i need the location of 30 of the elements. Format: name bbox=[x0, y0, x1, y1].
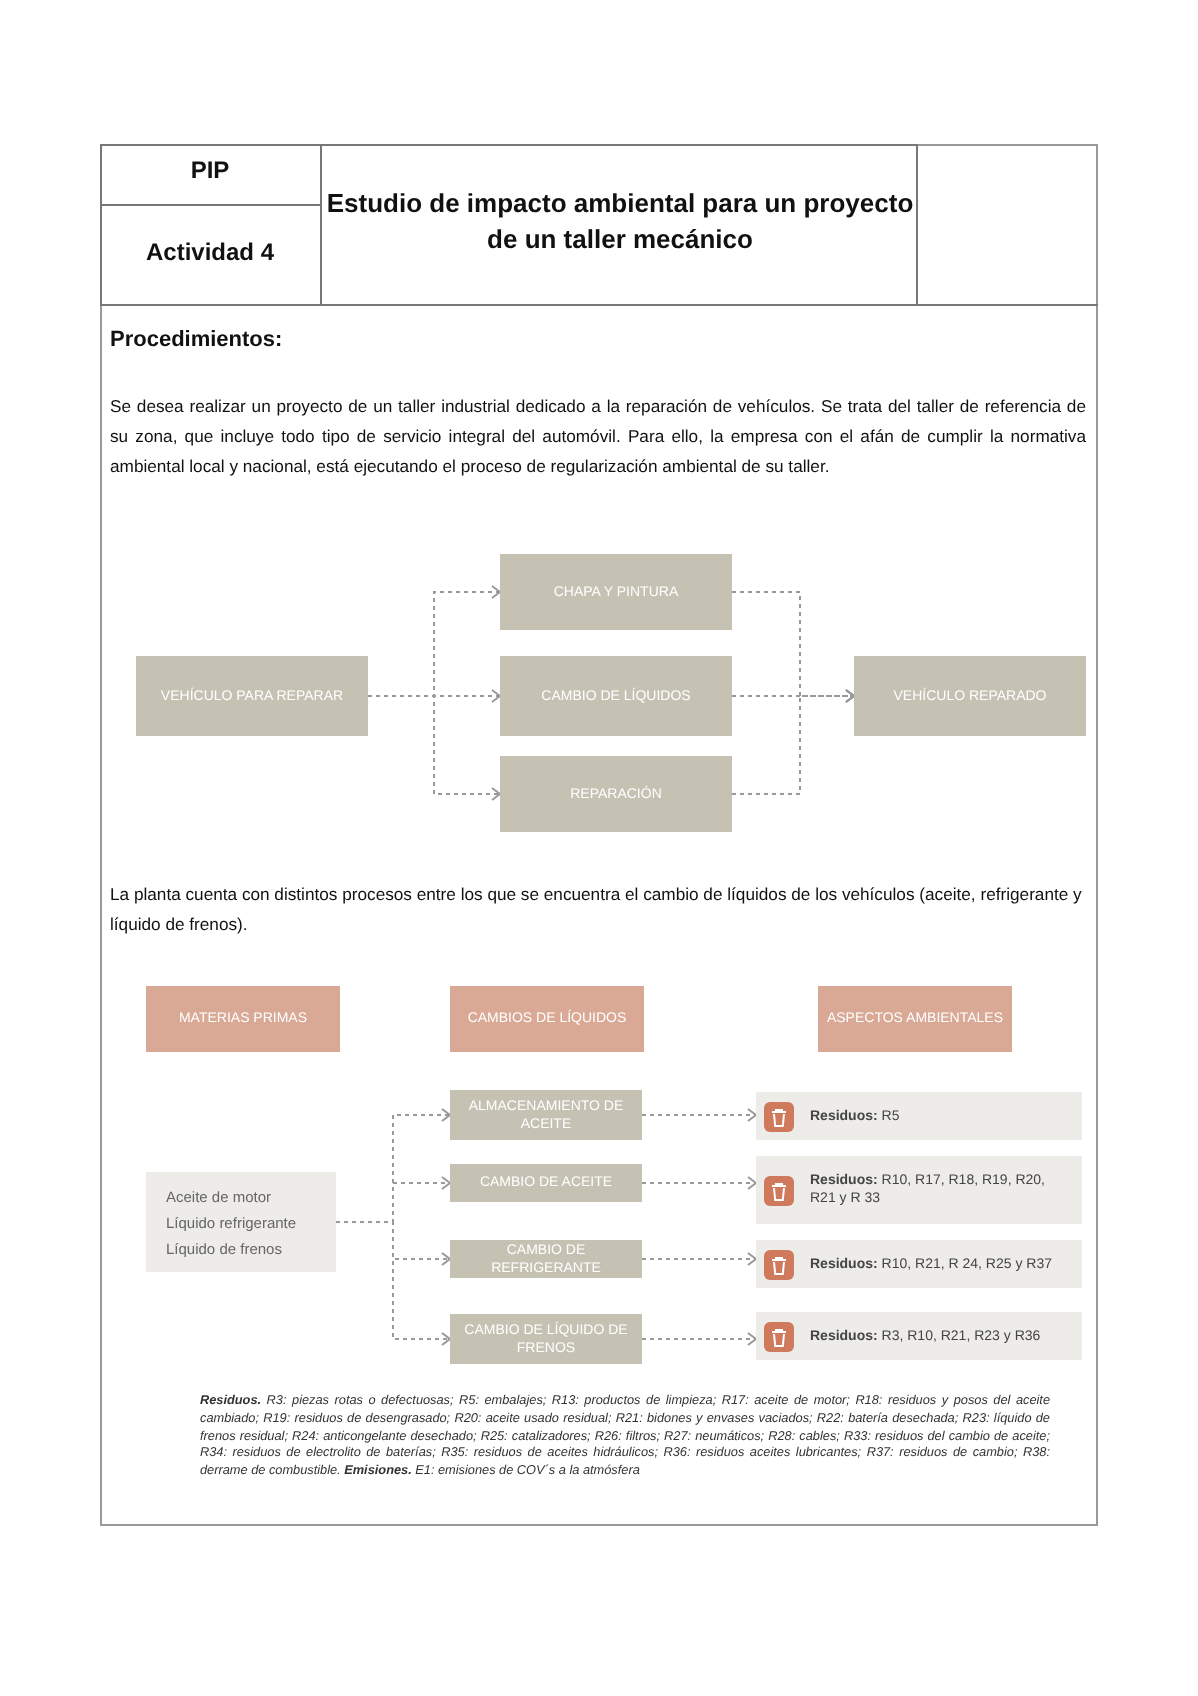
column-header bbox=[818, 986, 1012, 1052]
paragraph: Se desea realizar un proyecto de un taller industrial dedicado a la reparación de vehículos. Se trata del taller de referencia de su zona, que incluye todo tipo de servicio integral del automóvil. Para ello, la empresa con el afán de cumplir la normativa ambiental local y nacional, está ejecutando el proceso de regularización ambiental de su taller. bbox=[110, 394, 1086, 480]
column-header bbox=[146, 986, 340, 1052]
residue-box bbox=[756, 1092, 1082, 1140]
arrow bbox=[641, 1108, 757, 1122]
arrow bbox=[641, 1176, 757, 1190]
arrow bbox=[731, 689, 855, 795]
process-box bbox=[854, 656, 1086, 736]
process-box bbox=[500, 756, 732, 832]
paragraph: La planta cuenta con distintos procesos entre los que se encuentra el cambio de líquidos de los vehículos (aceite, refrigerante y líquido de frenos). bbox=[110, 882, 1084, 938]
process-box bbox=[500, 554, 732, 630]
process-box bbox=[450, 1090, 642, 1140]
process-box bbox=[136, 656, 368, 736]
residue-box bbox=[756, 1156, 1082, 1224]
process-box bbox=[450, 1240, 642, 1278]
header-cell-text: Actividad 4 bbox=[143, 238, 277, 266]
header-cell-text: PIP bbox=[188, 156, 232, 184]
arrow bbox=[367, 695, 501, 801]
process-box bbox=[500, 656, 732, 736]
process-box bbox=[450, 1164, 642, 1202]
residue-box bbox=[756, 1312, 1082, 1360]
arrow bbox=[335, 1221, 451, 1346]
process-box bbox=[450, 1314, 642, 1364]
section-heading: Procedimientos: bbox=[110, 328, 283, 352]
materials-box bbox=[146, 1172, 336, 1272]
title: Estudio de impacto ambiental para un proyecto de un taller mecánico bbox=[324, 186, 916, 258]
arrow bbox=[641, 1252, 757, 1266]
column-header bbox=[450, 986, 644, 1052]
residue-box bbox=[756, 1240, 1082, 1288]
arrow bbox=[641, 1332, 757, 1346]
